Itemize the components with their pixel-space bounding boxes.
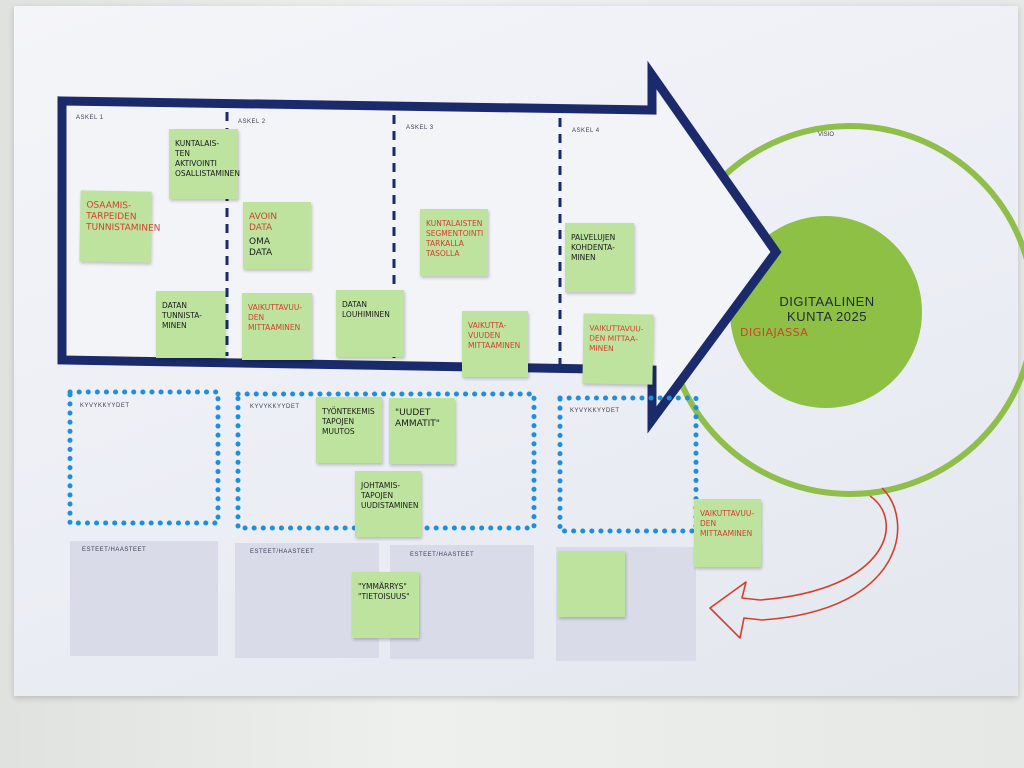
sticky-note[interactable]: VAIKUTTA- VUUDEN MITTAAMINEN [462, 311, 528, 377]
goal-title-line2: KUNTA 2025 [787, 309, 867, 324]
sticky-note[interactable]: JOHTAMIS- TAPOJEN UUDISTAMINEN [355, 471, 421, 537]
sticky-note-text: PALVELUJEN KOHDENTA- MINEN [571, 233, 616, 262]
sticky-note-text: OSAAMIS- TARPEIDEN TUNNISTAMINEN [85, 200, 161, 234]
goal-title: DIGITAALINEN KUNTA 2025 DIGIAJASSA [740, 294, 892, 339]
sticky-note-text: VAIKUTTA- VUUDEN MITTAAMINEN [468, 321, 521, 350]
sticky-note[interactable]: DATAN TUNNISTA- MINEN [156, 291, 225, 358]
obstacle-box-1 [70, 541, 218, 656]
step-label-2: ASKEL 2 [238, 119, 266, 125]
sticky-note-text: VAIKUTTAVUU- DEN MITTAA- MINEN [588, 323, 644, 353]
sticky-note[interactable]: VAIKUTTAVUU- DEN MITTAA- MINEN [582, 313, 654, 385]
capability-label-1: KYVYKKYYDET [80, 403, 130, 409]
sticky-note[interactable]: KUNTALAIS- TEN AKTIVOINTI OSALLISTAMINEN [169, 129, 241, 199]
sticky-note[interactable]: TYÖNTEKEMIS TAPOJEN MUUTOS [316, 397, 382, 463]
sticky-note-text: VAIKUTTAVUU- DEN MITTAAMINEN [248, 303, 303, 332]
sticky-note-text: KUNTALAIS- TEN AKTIVOINTI OSALLISTAMINEN [175, 139, 241, 178]
sticky-note-text: "YMMÄRRYS" "TIETOISUUS" [358, 582, 410, 601]
capability-label-3: KYVYKKYYDET [570, 408, 620, 414]
feedback-arrow [709, 487, 899, 639]
obstacle-label-2: ESTEET/HAASTEET [250, 549, 315, 555]
sticky-note[interactable]: "UUDET AMMATIT" [389, 398, 455, 464]
sticky-note[interactable]: "YMMÄRRYS" "TIETOISUUS" [352, 572, 419, 638]
capability-box-2 [235, 391, 537, 531]
sticky-note-text: OMA DATA [249, 237, 273, 258]
sticky-note[interactable]: OSAAMIS- TARPEIDEN TUNNISTAMINEN [79, 190, 161, 263]
sticky-note-text: JOHTAMIS- TAPOJEN UUDISTAMINEN [361, 481, 419, 510]
goal-circle [730, 216, 922, 408]
sticky-note[interactable]: VAIKUTTAVUU- DEN MITTAAMINEN [242, 293, 312, 360]
step-label-4: ASKEL 4 [572, 128, 600, 134]
sticky-note-text: "UUDET AMMATIT" [395, 408, 440, 429]
capability-label-2: KYVYKKYYDET [250, 404, 300, 410]
sticky-note-text: AVOIN DATA [249, 212, 278, 233]
sticky-note[interactable]: DATAN LOUHIMINEN [336, 290, 404, 357]
step-label-3: ASKEL 3 [406, 125, 434, 131]
capability-box-1 [67, 389, 221, 526]
sticky-note[interactable]: PALVELUJEN KOHDENTA- MINEN [565, 223, 634, 292]
sticky-note-text: DATAN LOUHIMINEN [342, 300, 390, 319]
vision-label: VISIO [818, 132, 835, 138]
goal-title-line1: DIGITAALINEN [779, 294, 875, 309]
capability-box-3 [557, 395, 699, 534]
step-label-1: ASKEL 1 [76, 115, 104, 121]
sticky-note-blank[interactable] [558, 551, 625, 617]
sticky-note[interactable]: AVOIN DATA OMA DATA [243, 202, 311, 269]
sticky-note-text: DATAN TUNNISTA- MINEN [162, 301, 202, 330]
obstacle-label-3: ESTEET/HAASTEET [410, 552, 475, 558]
sticky-note-text: TYÖNTEKEMIS TAPOJEN MUUTOS [322, 407, 375, 436]
sticky-note-text: KUNTALAISTEN SEGMENTOINTI TARKALLA TASOL… [426, 219, 484, 258]
obstacle-label-1: ESTEET/HAASTEET [82, 547, 147, 553]
goal-handwritten-note: DIGIAJASSA [740, 326, 809, 339]
sticky-note-text: VAIKUTTAVUU- DEN MITTAAMINEN [700, 509, 755, 538]
sticky-note[interactable]: KUNTALAISTEN SEGMENTOINTI TARKALLA TASOL… [420, 209, 488, 276]
sticky-note[interactable]: VAIKUTTAVUU- DEN MITTAAMINEN [694, 499, 761, 567]
